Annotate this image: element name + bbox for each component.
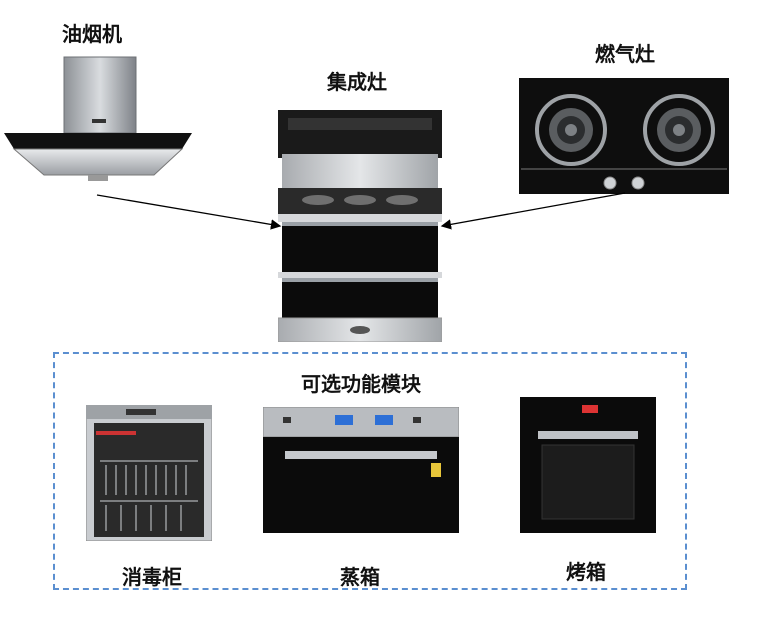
arrow-hood-to-stove [96,194,282,230]
oven-icon [520,397,656,533]
gas-stove-label: 燃气灶 [595,42,655,66]
integrated-stove-icon [278,110,442,342]
arrow-gas-to-stove [440,192,626,230]
gas-stove-icon [519,78,729,194]
optional-modules-box [53,352,687,590]
steamer-label: 蒸箱 [340,565,380,589]
oven-label: 烤箱 [566,560,606,584]
optional-modules-title: 可选功能模块 [301,372,421,396]
range-hood-label: 油烟机 [62,22,122,46]
sterilizer-cabinet-icon [86,405,212,541]
range-hood-icon [4,55,194,187]
sterilizer-label: 消毒柜 [122,565,182,589]
steam-oven-icon [263,407,459,533]
integrated-stove-label: 集成灶 [327,70,387,94]
